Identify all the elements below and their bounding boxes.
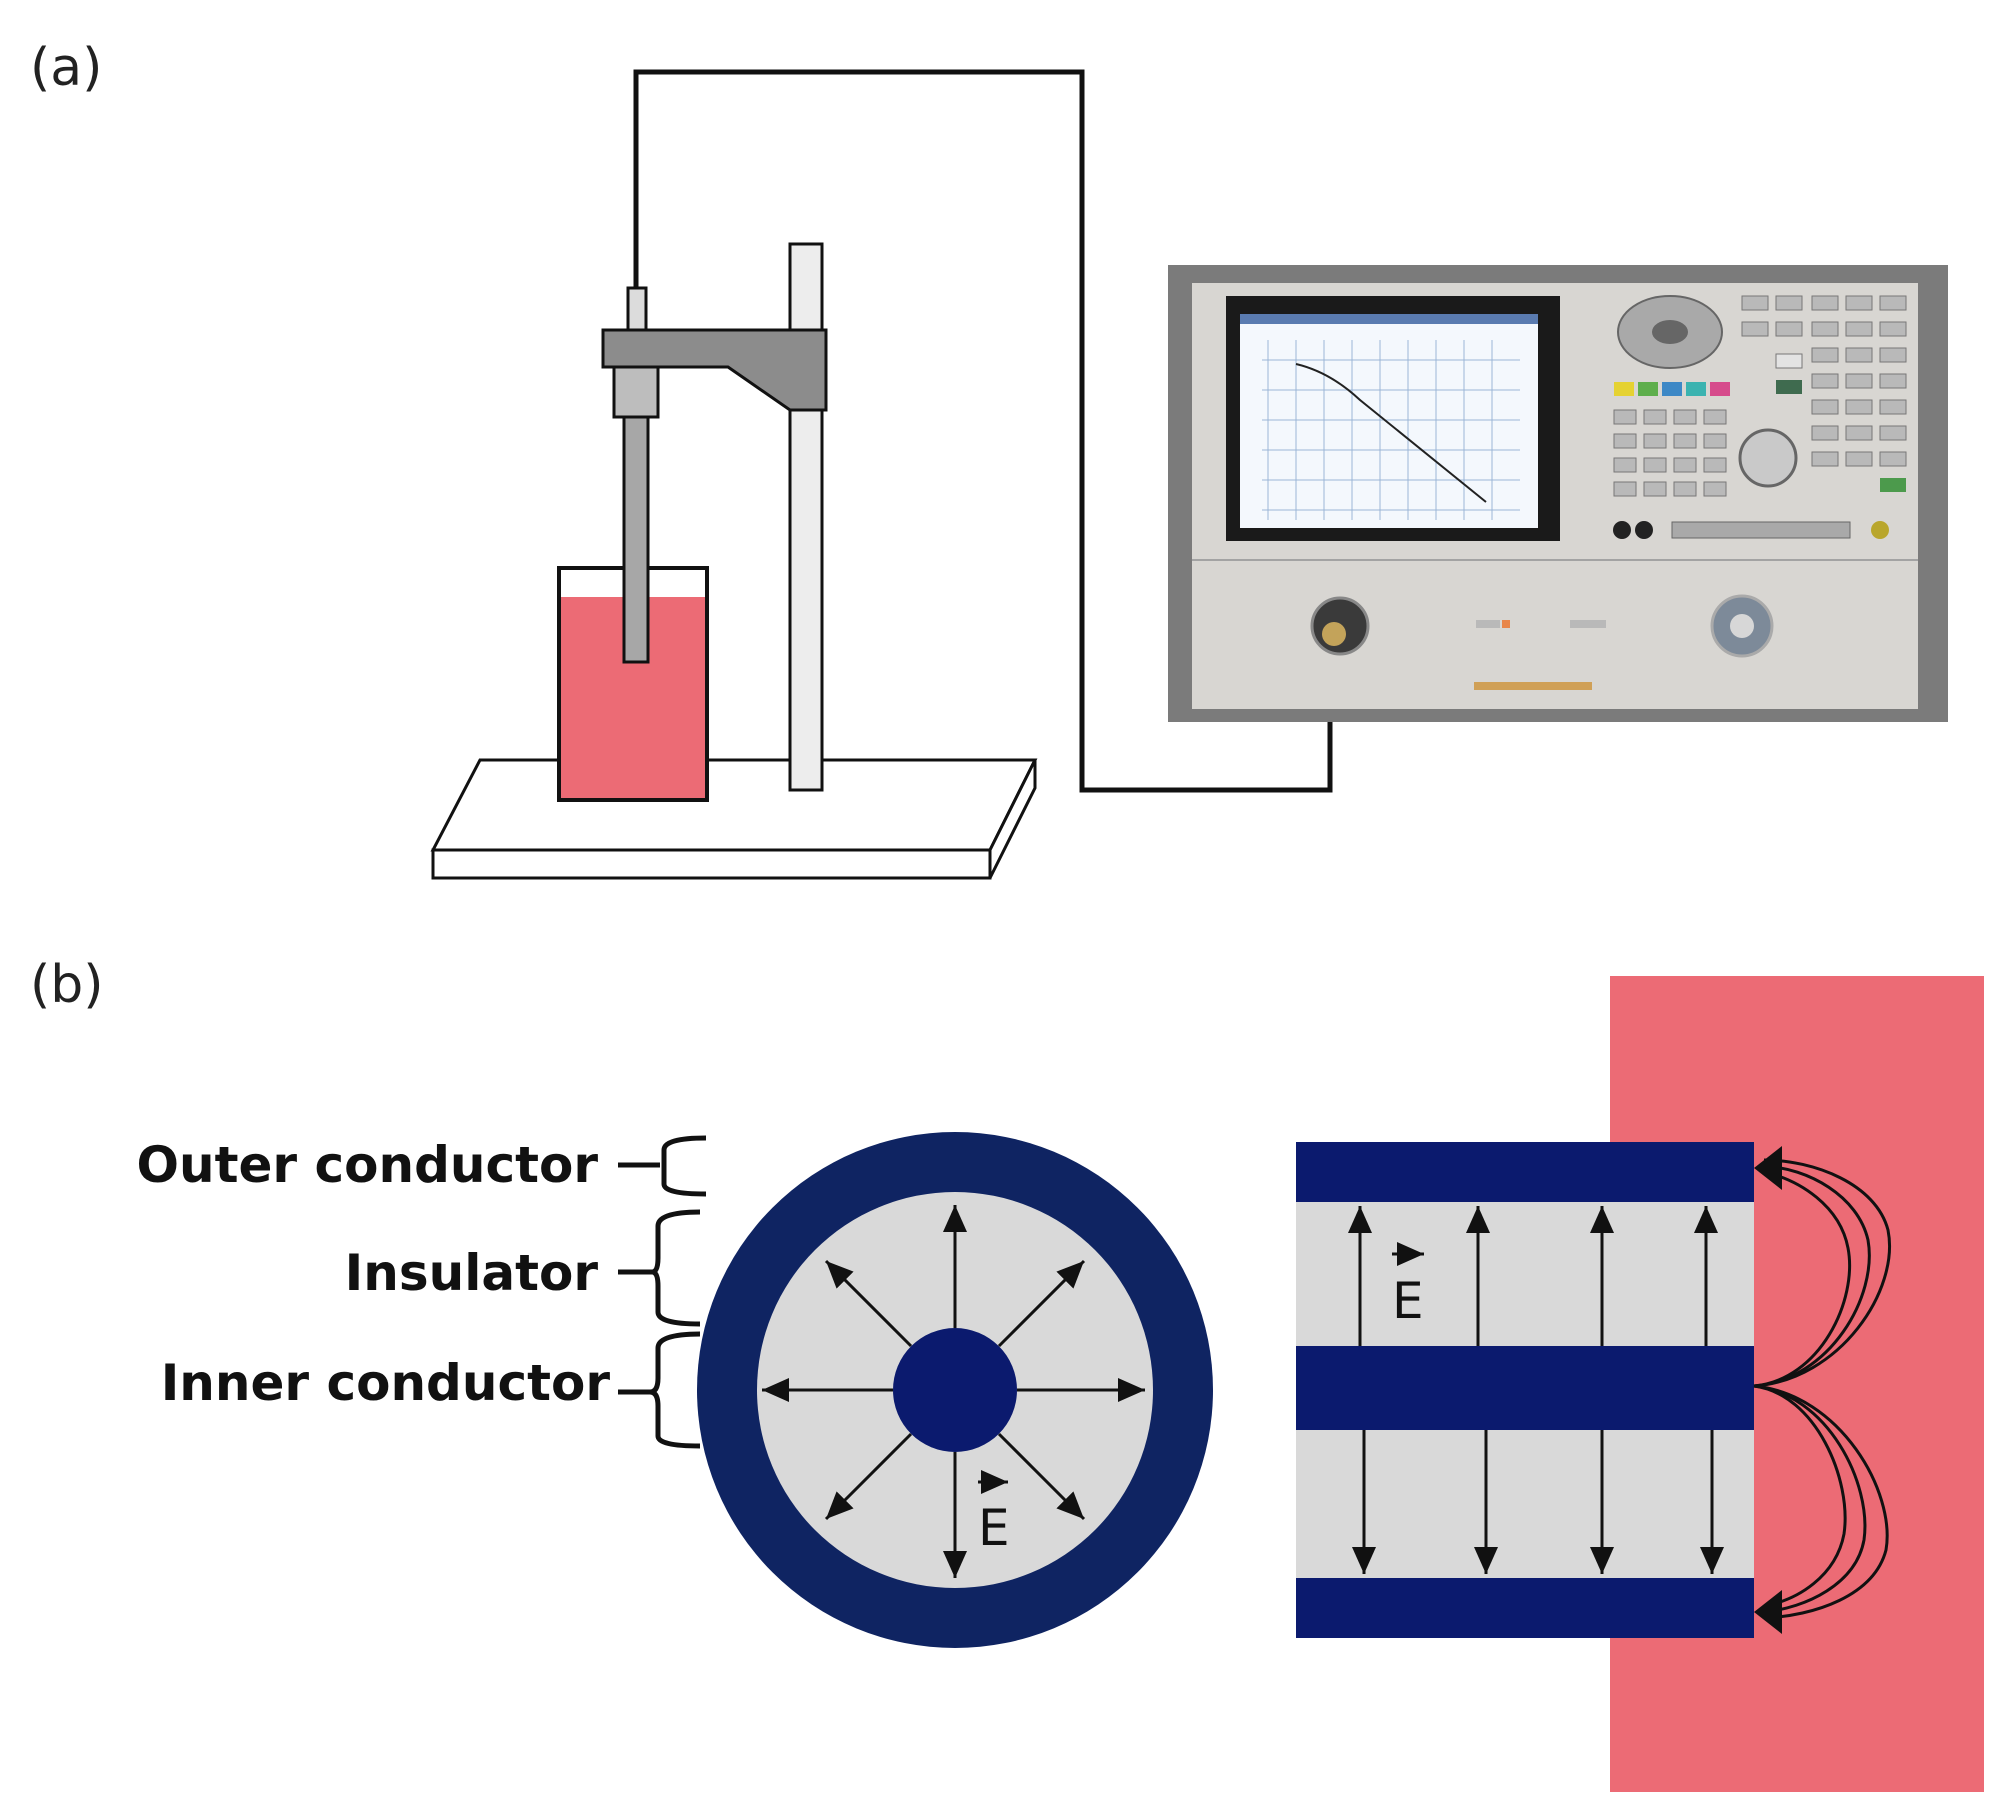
field-label-circle: E xyxy=(978,1499,1010,1557)
analyzer-knob xyxy=(1738,428,1798,488)
field-label-longitudinal: E xyxy=(1392,1272,1424,1330)
coax-longitudinal-section: E xyxy=(1296,976,1984,1792)
axial-field-arrows-bottom xyxy=(1352,1430,1724,1574)
clamp-arm xyxy=(601,328,828,412)
coaxial-probe xyxy=(612,286,660,664)
measurement-setup xyxy=(430,69,1948,880)
stand-base xyxy=(430,758,1038,880)
panel-label-a: (a) xyxy=(30,38,103,98)
center-conductor xyxy=(1296,1346,1754,1430)
coax-cable xyxy=(633,69,1333,793)
analyzer-trace xyxy=(1295,363,1487,503)
brace-insulator xyxy=(618,1209,701,1327)
label-insulator: Insulator xyxy=(345,1244,599,1302)
component-labels: Outer conductor Insulator Inner conducto… xyxy=(137,1135,707,1449)
label-inner-conductor: Inner conductor xyxy=(161,1354,611,1412)
fringing-field-lines xyxy=(1753,1158,1891,1620)
stand-rod xyxy=(788,242,824,792)
analyzer-screen xyxy=(1240,314,1538,528)
fringing-arrowhead-top xyxy=(1754,1146,1782,1190)
panel-label-b: (b) xyxy=(30,955,104,1015)
coax-cross-section: E xyxy=(697,1132,1213,1648)
inner-conductor-disk xyxy=(893,1328,1017,1452)
top-outer-conductor xyxy=(1296,1142,1754,1202)
brace-inner xyxy=(618,1331,701,1449)
bottom-outer-conductor xyxy=(1296,1578,1754,1638)
top-insulator xyxy=(1296,1202,1754,1346)
axial-field-arrows-top xyxy=(1348,1206,1718,1346)
brace-outer xyxy=(618,1135,707,1197)
label-outer-conductor: Outer conductor xyxy=(137,1136,599,1194)
radial-field-arrows xyxy=(762,1205,1145,1578)
network-analyzer xyxy=(1168,265,1948,722)
fringing-arrowhead-bottom xyxy=(1754,1590,1782,1634)
